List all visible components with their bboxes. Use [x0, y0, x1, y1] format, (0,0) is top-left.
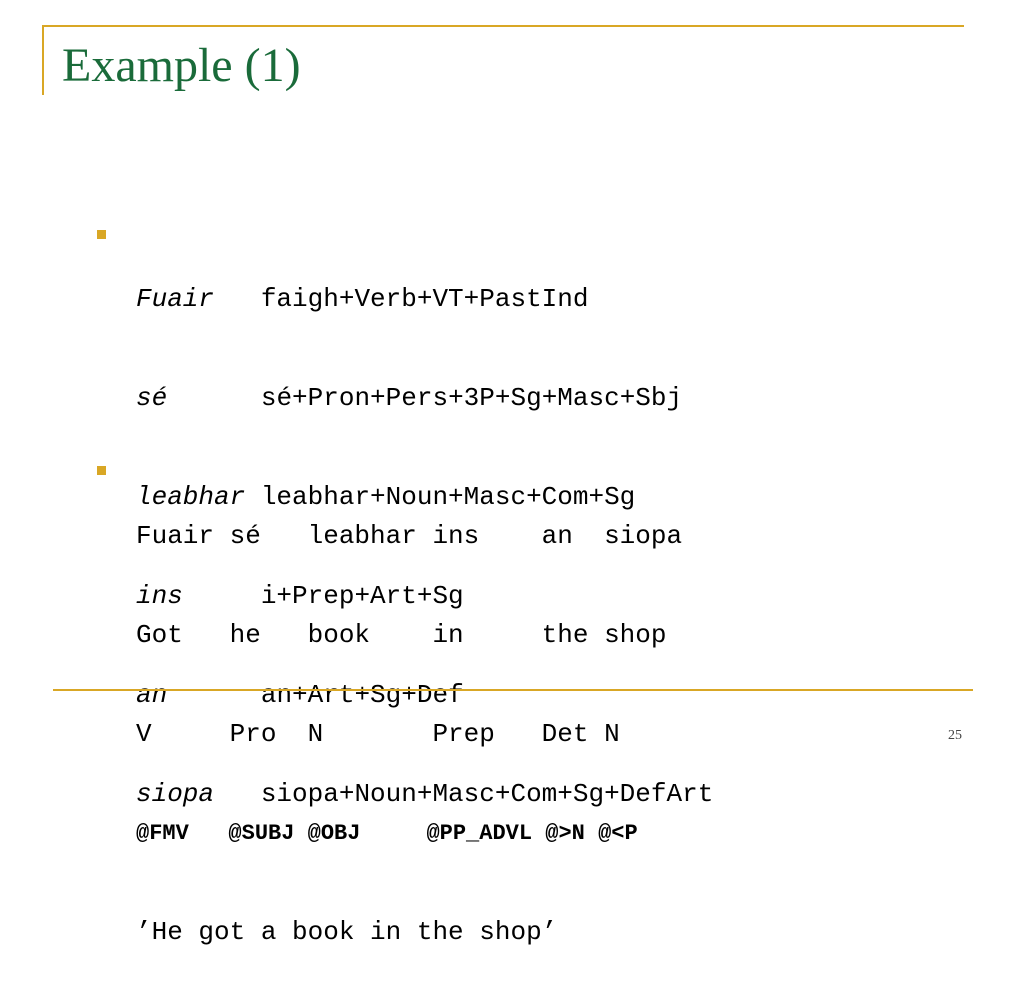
footer-rule: [53, 689, 973, 691]
analysis-row: leabhar leabhar+Noun+Masc+Com+Sg: [136, 481, 713, 514]
gloss-translation-line: ’He got a book in the shop’: [136, 917, 558, 947]
page-number: 25: [948, 728, 962, 743]
slide-title: Example (1): [62, 39, 301, 92]
analysis-row: ins i+Prep+Art+Sg: [136, 580, 713, 613]
analysis-tags: faigh+Verb+VT+PastInd: [260, 284, 589, 314]
bullet-icon: [97, 230, 106, 239]
gloss-english-line: Got he book in the shop: [136, 620, 667, 650]
analysis-word: an: [136, 680, 168, 710]
morph-analysis-block: Fuair faigh+Verb+VT+PastInd sé sé+Pron+P…: [136, 217, 713, 844]
analysis-row: an an+Art+Sg+Def: [136, 679, 713, 712]
analysis-tags: leabhar+Noun+Masc+Com+Sg: [260, 482, 636, 512]
gloss-block: Fuair sé leabhar ins an siopa Got he boo…: [136, 454, 682, 982]
analysis-tags: sé+Pron+Pers+3P+Sg+Masc+Sbj: [260, 383, 683, 413]
analysis-tags: an+Art+Sg+Def: [260, 680, 464, 710]
analysis-word: sé: [136, 383, 168, 413]
title-frame-top-rule: [42, 25, 964, 27]
analysis-word: ins: [136, 581, 183, 611]
analysis-row: sé sé+Pron+Pers+3P+Sg+Masc+Sbj: [136, 382, 713, 415]
gloss-pos-line: V Pro N Prep Det N: [136, 719, 620, 749]
bullet-icon: [97, 466, 106, 475]
analysis-tags: i+Prep+Art+Sg: [260, 581, 464, 611]
title-frame-left-rule: [42, 25, 44, 95]
gloss-irish-line: Fuair sé leabhar ins an siopa: [136, 521, 683, 551]
analysis-word: leabhar: [136, 482, 246, 512]
gloss-function-line: @FMV @SUBJ @OBJ @PP_ADVL @>N @<P: [136, 821, 638, 846]
analysis-row: Fuair faigh+Verb+VT+PastInd: [136, 283, 713, 316]
analysis-word: Fuair: [136, 284, 215, 314]
